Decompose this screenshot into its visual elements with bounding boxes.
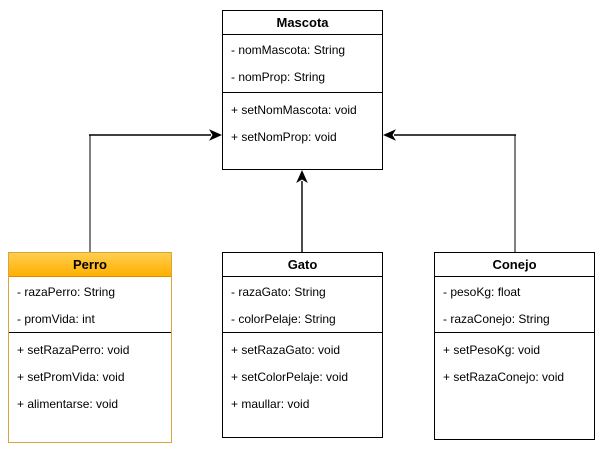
attribute-row: - razaPerro: String: [17, 284, 116, 299]
class-methods-section: + setRazaGato: void + setColorPelaje: vo…: [223, 333, 382, 437]
class-methods-section: + setPesoKg: void + setRazaConejo: void: [435, 333, 594, 439]
attribute-row: - promVida: int: [17, 311, 95, 326]
method-row: + setPromVida: void: [17, 369, 125, 384]
arrowhead-right-icon: [209, 129, 222, 141]
arrowhead-up-icon: [296, 170, 308, 183]
class-box-mascota: Mascota - nomMascota: String - nomProp: …: [222, 10, 383, 170]
method-row: + maullar: void: [231, 396, 310, 411]
class-attributes-section: - nomMascota: String - nomProp: String: [223, 35, 382, 93]
class-attributes-section: - pesoKg: float - razaConejo: String: [435, 277, 594, 333]
method-row: + setPesoKg: void: [443, 342, 541, 357]
class-title: Perro: [9, 253, 171, 277]
attribute-row: - colorPelaje: String: [231, 311, 336, 326]
method-row: + setNomMascota: void: [231, 102, 357, 117]
class-title: Conejo: [435, 253, 594, 277]
class-methods-section: + setNomMascota: void + setNomProp: void: [223, 93, 382, 169]
class-title: Gato: [223, 253, 382, 277]
inheritance-arrow-gato-mascota: [296, 170, 308, 252]
method-row: + setRazaConejo: void: [443, 369, 565, 384]
attribute-row: - pesoKg: float: [443, 284, 521, 299]
attribute-row: - razaConejo: String: [443, 311, 550, 326]
class-box-perro: Perro - razaPerro: String - promVida: in…: [8, 252, 172, 443]
class-box-gato: Gato - razaGato: String - colorPelaje: S…: [222, 252, 383, 438]
method-row: + setRazaPerro: void: [17, 342, 130, 357]
method-row: + setRazaGato: void: [231, 342, 341, 357]
arrowhead-left-icon: [383, 129, 396, 141]
attribute-row: - nomProp: String: [231, 69, 326, 84]
method-row: + setNomProp: void: [231, 129, 337, 144]
attribute-row: - nomMascota: String: [231, 42, 346, 57]
inheritance-arrow-conejo-mascota: [383, 129, 516, 252]
class-box-conejo: Conejo - pesoKg: float - razaConejo: Str…: [434, 252, 595, 440]
class-attributes-section: - razaPerro: String - promVida: int: [9, 277, 171, 333]
class-methods-section: + setRazaPerro: void + setPromVida: void…: [9, 333, 171, 442]
attribute-row: - razaGato: String: [231, 284, 326, 299]
class-title: Mascota: [223, 11, 382, 35]
method-row: + alimentarse: void: [17, 396, 119, 411]
inheritance-arrow-perro-mascota: [89, 129, 222, 252]
method-row: + setColorPelaje: void: [231, 369, 349, 384]
class-attributes-section: - razaGato: String - colorPelaje: String: [223, 277, 382, 333]
